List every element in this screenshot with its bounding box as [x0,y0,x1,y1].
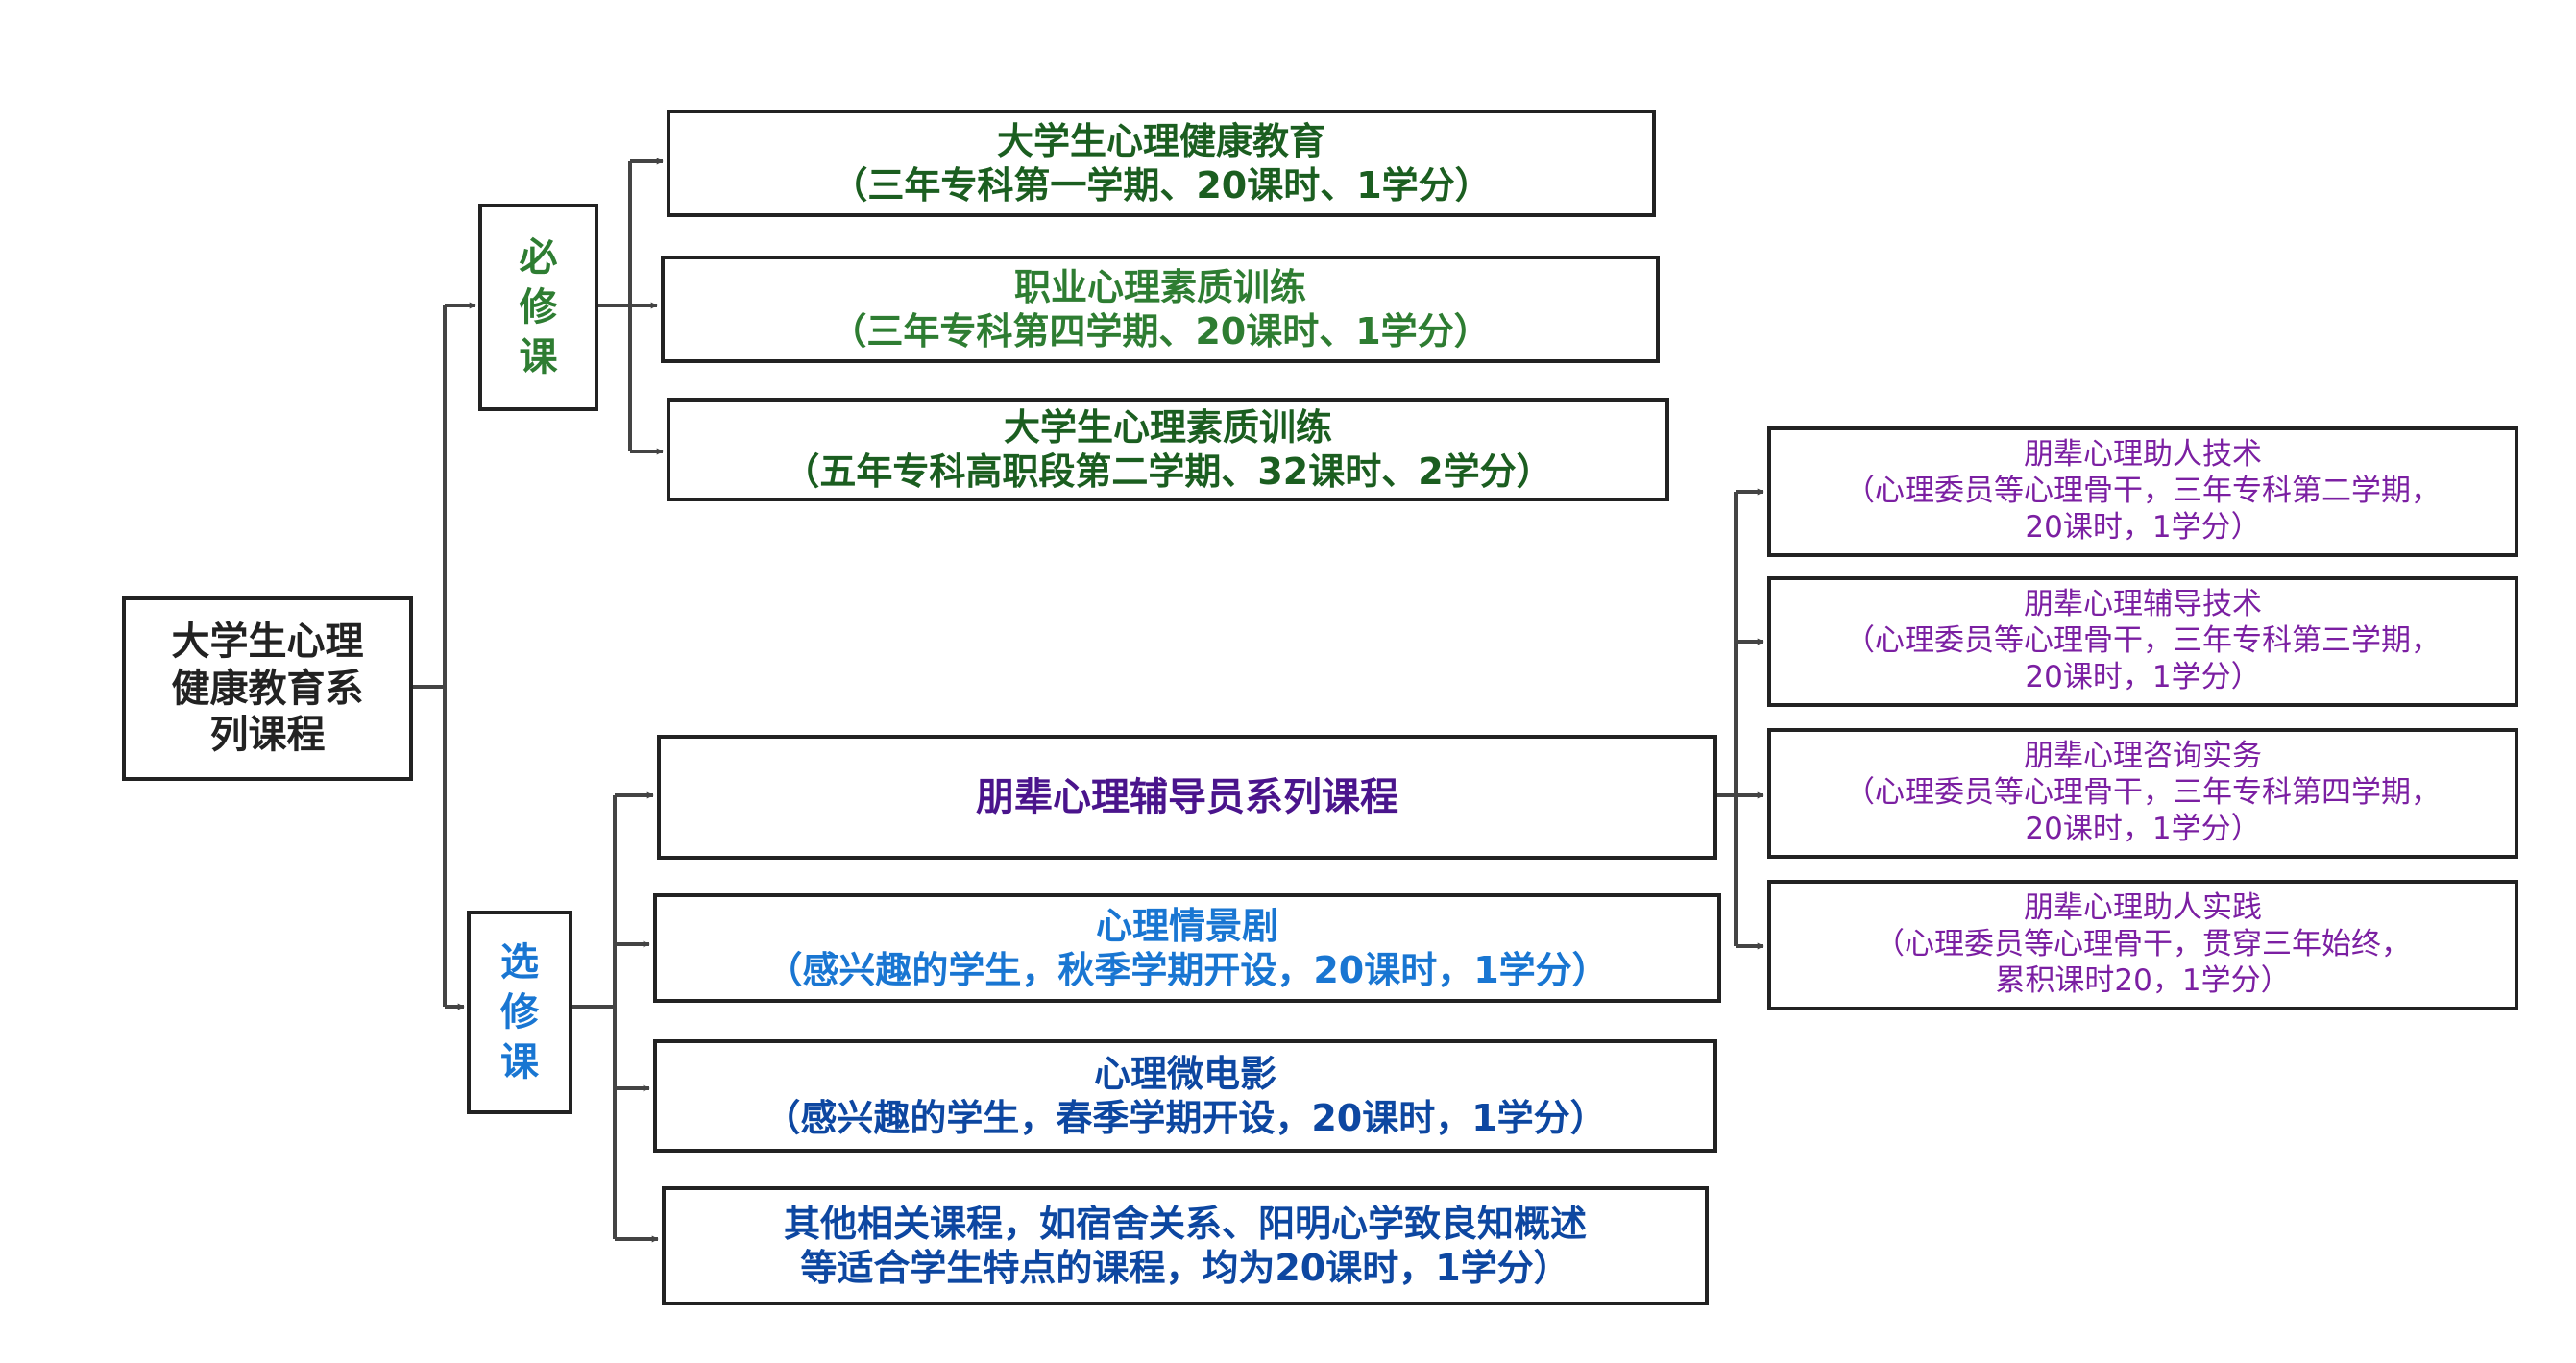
course-detail: （感兴趣的学生，春季学期开设，20课时，1学分） [764,1097,1607,1139]
course-title: 朋辈心理辅导员系列课程 [976,774,1398,819]
course-title: 职业心理素质训练 [1013,265,1306,308]
elective-label-char-1: 选 [500,940,539,985]
required-label-char-3: 课 [519,335,558,379]
required-course-1: 大学生心理健康教育 （三年专科第一学期、20课时、1学分） [667,110,1656,217]
root-line-1: 大学生心理 [171,619,364,664]
required-course-3: 大学生心理素质训练 （五年专科高职段第二学期、32课时、2学分） [667,398,1669,501]
root-line-3: 列课程 [209,713,326,758]
peer-title: 朋辈心理助人实践 [2024,890,2262,926]
course-detail: （三年专科第四学期、20课时、1学分） [830,310,1491,353]
elective-course-film: 心理微电影 （感兴趣的学生，春季学期开设，20课时，1学分） [653,1039,1717,1153]
root-line-2: 健康教育系 [171,666,364,711]
elective-course-drama: 心理情景剧 （感兴趣的学生，秋季学期开设，20课时，1学分） [653,893,1721,1003]
course-title: 大学生心理健康教育 [996,119,1325,162]
course-line-2: 等适合学生特点的课程，均为20课时，1学分） [800,1247,1570,1289]
peer-line-3: 20课时，1学分） [2025,659,2261,694]
peer-line-2: （心理委员等心理骨干，贯穿三年始终， [1875,927,2411,962]
required-label-node: 必 修 课 [478,204,598,411]
course-detail: （感兴趣的学生，秋季学期开设，20课时，1学分） [766,949,1609,991]
course-line-1: 其他相关课程，如宿舍关系、阳明心学致良知概述 [783,1202,1587,1245]
peer-title: 朋辈心理辅导技术 [2024,587,2262,622]
peer-course-3: 朋辈心理咨询实务 （心理委员等心理骨干，三年专科第四学期， 20课时，1学分） [1767,728,2518,859]
required-label-char-1: 必 [519,235,558,280]
required-course-2: 职业心理素质训练 （三年专科第四学期、20课时、1学分） [661,256,1660,363]
peer-line-2: （心理委员等心理骨干，三年专科第二学期， [1845,474,2441,509]
peer-line-2: （心理委员等心理骨干，三年专科第四学期， [1845,775,2441,811]
elective-course-other: 其他相关课程，如宿舍关系、阳明心学致良知概述 等适合学生特点的课程，均为20课时… [662,1186,1709,1305]
root-node: 大学生心理 健康教育系 列课程 [122,596,413,781]
course-detail: （五年专科高职段第二学期、32课时、2学分） [783,450,1553,493]
peer-line-2: （心理委员等心理骨干，三年专科第三学期， [1845,623,2441,659]
course-title: 心理微电影 [1093,1052,1276,1095]
peer-title: 朋辈心理助人技术 [2024,437,2262,473]
course-detail: （三年专科第一学期、20课时、1学分） [831,164,1492,207]
elective-label-char-3: 课 [500,1040,539,1084]
elective-label-node: 选 修 课 [467,911,572,1114]
peer-title: 朋辈心理咨询实务 [2024,739,2262,774]
peer-line-3: 20课时，1学分） [2025,811,2261,846]
peer-course-2: 朋辈心理辅导技术 （心理委员等心理骨干，三年专科第三学期， 20课时，1学分） [1767,576,2518,707]
elective-label-char-2: 修 [500,990,539,1034]
peer-course-4: 朋辈心理助人实践 （心理委员等心理骨干，贯穿三年始终， 累积课时20，1学分） [1767,880,2518,1010]
peer-course-1: 朋辈心理助人技术 （心理委员等心理骨干，三年专科第二学期， 20课时，1学分） [1767,426,2518,557]
course-title: 心理情景剧 [1095,904,1278,947]
required-label-char-2: 修 [519,285,558,329]
course-title: 大学生心理素质训练 [1003,405,1332,449]
peer-line-3: 累积课时20，1学分） [1995,962,2291,998]
elective-course-peer-series: 朋辈心理辅导员系列课程 [657,735,1717,860]
peer-line-3: 20课时，1学分） [2025,509,2261,545]
